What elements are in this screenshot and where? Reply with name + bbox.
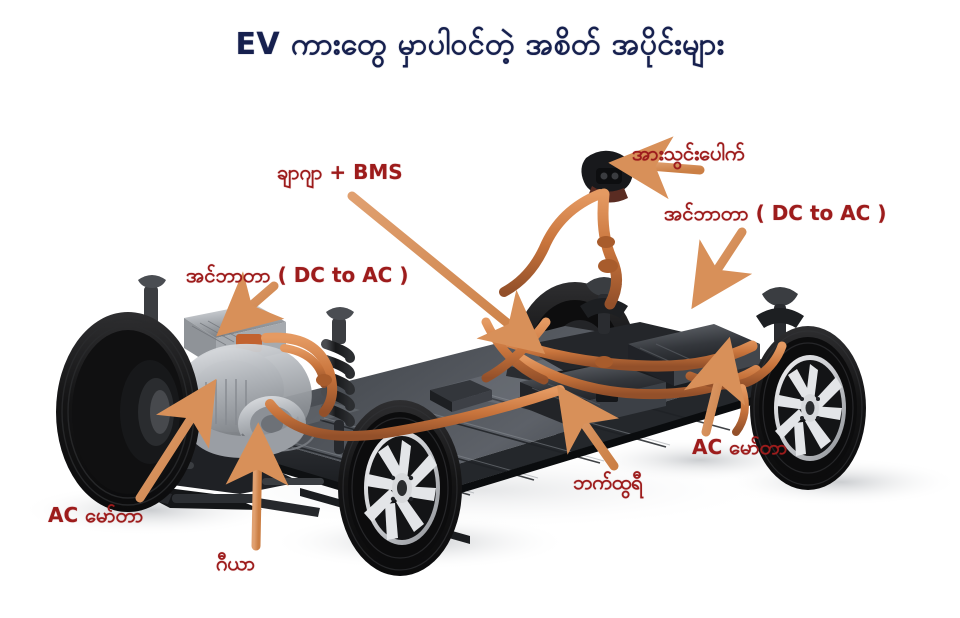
callout-label-charger-bms: ချာဂျာ + BMS: [277, 160, 403, 184]
wheel-front-left: [56, 312, 200, 512]
callout-label-charge-port: အားသွင်းပေါက်: [632, 141, 745, 165]
ev-chassis-illustration: [20, 150, 960, 576]
rear-strut-right: [756, 287, 804, 344]
callout-label-inverter-front: အင်ဘာတာ ( DC to AC ): [186, 263, 409, 287]
callout-label-ac-motor-rear: AC မော်တာ: [692, 435, 788, 459]
callout-label-gear: ဂီယာ: [216, 551, 256, 575]
callout-label-ac-motor-front: AC မော်တာ: [48, 503, 144, 527]
auxiliary-modules: [430, 380, 492, 412]
page-title: EV ကားတွေ မှာပါဝင်တဲ့ အစိတ် အပိုင်းများ: [235, 27, 725, 62]
cable-ferrules: [316, 236, 618, 386]
wheel-front-right: [338, 400, 462, 576]
callout-label-inverter-rear: အင်ဘာတာ ( DC to AC ): [664, 201, 887, 225]
callout-label-battery: ဘက်ထွရီ: [573, 470, 643, 494]
wheel-rear-right: [750, 326, 866, 490]
